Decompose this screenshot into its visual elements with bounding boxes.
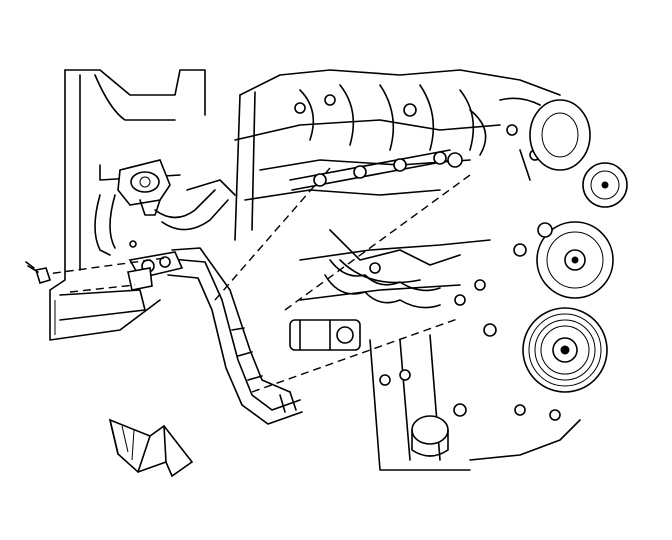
inner-fender-panel [49, 69, 206, 341]
water-pump-pulley [513, 221, 614, 299]
leader-lines [39, 167, 471, 393]
thermostat-housing [117, 159, 171, 248]
heater-hoses [127, 247, 303, 425]
upper-radiator-hose [94, 179, 236, 256]
bolt-fastener [25, 261, 52, 284]
arrow-icon [108, 418, 194, 478]
engine-block [289, 229, 581, 471]
intake-manifold [234, 69, 561, 241]
throttle-body [469, 97, 591, 181]
accessory-pulley [582, 162, 628, 208]
crankshaft-pulley [522, 307, 608, 393]
